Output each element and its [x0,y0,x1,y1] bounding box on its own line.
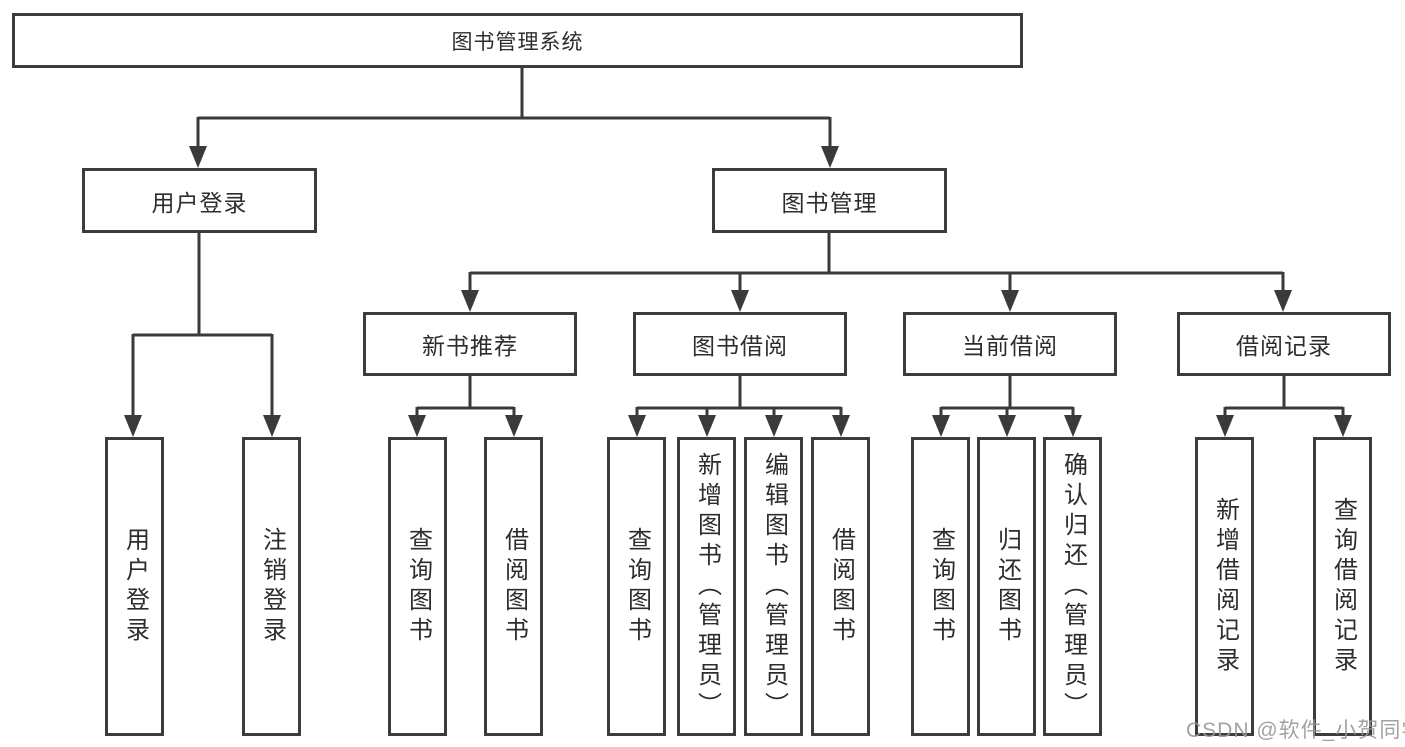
leaf-borrowing-borrow-books: 借阅图书 [811,437,870,736]
leaf-borrowing-add-books-label: 新增图书（管理员） [693,451,721,722]
connector-root-to-level2 [189,68,839,168]
leaf-recommend-query-books-label: 查询图书 [404,526,432,647]
leaf-current-return-books-label: 归还图书 [993,526,1021,647]
node-new-book-recommend: 新书推荐 [363,312,577,376]
leaf-records-add-record: 新增借阅记录 [1195,437,1254,736]
leaf-records-add-record-label: 新增借阅记录 [1211,496,1239,677]
leaf-logout: 注销登录 [242,437,301,736]
leaf-user-login: 用户登录 [105,437,164,736]
leaf-borrowing-add-books: 新增图书（管理员） [677,437,736,736]
node-root-library-system: 图书管理系统 [12,13,1023,68]
node-user-login: 用户登录 [82,168,317,233]
connector-recommend-to-leaves [408,376,523,437]
leaf-borrowing-query-books-label: 查询图书 [623,526,651,647]
leaf-borrowing-edit-books-label: 编辑图书（管理员） [760,451,788,722]
leaf-recommend-borrow-books: 借阅图书 [484,437,543,736]
leaf-current-confirm-return-label: 确认归还（管理员） [1059,451,1087,722]
leaf-current-query-books-label: 查询图书 [927,526,955,647]
leaf-user-login-label: 用户登录 [121,526,149,647]
connector-bookmgmt-to-level3 [461,233,1292,312]
leaf-current-query-books: 查询图书 [911,437,970,736]
node-book-management: 图书管理 [712,168,947,233]
leaf-records-query-record-label: 查询借阅记录 [1329,496,1357,677]
leaf-current-confirm-return: 确认归还（管理员） [1043,437,1102,736]
leaf-borrowing-edit-books: 编辑图书（管理员） [744,437,803,736]
leaf-records-query-record: 查询借阅记录 [1313,437,1372,736]
leaf-recommend-borrow-books-label: 借阅图书 [500,526,528,647]
connector-borrowing-to-leaves [628,376,850,437]
connector-records-to-leaves [1216,376,1352,437]
connector-current-to-leaves [932,376,1082,437]
leaf-borrowing-query-books: 查询图书 [607,437,666,736]
leaf-borrowing-borrow-books-label: 借阅图书 [827,526,855,647]
node-current-borrowing: 当前借阅 [903,312,1117,376]
leaf-recommend-query-books: 查询图书 [388,437,447,736]
csdn-watermark: CSDN @软件_小贺同学 [1186,719,1405,742]
connector-userlogin-to-leaves [124,233,281,437]
node-borrowing-records: 借阅记录 [1177,312,1391,376]
leaf-logout-label: 注销登录 [258,526,286,647]
node-book-borrowing: 图书借阅 [633,312,847,376]
leaf-current-return-books: 归还图书 [977,437,1036,736]
